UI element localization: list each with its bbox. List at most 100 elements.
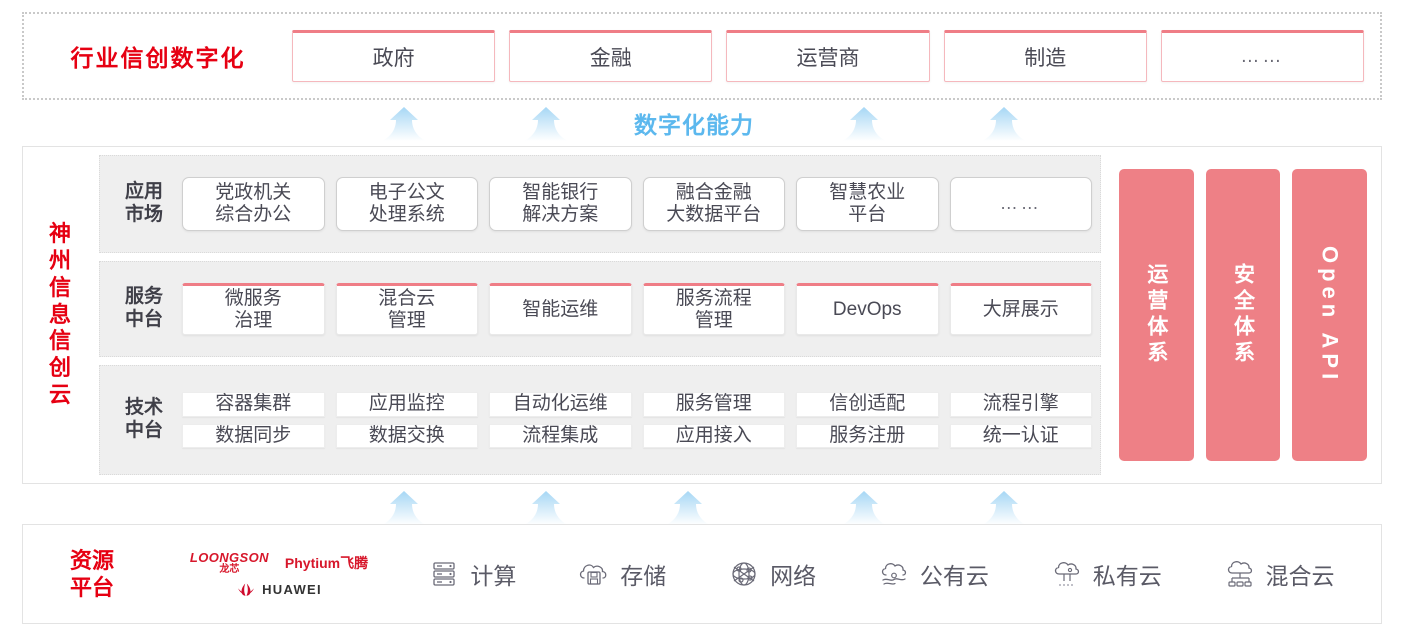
service-card-hybrid-cloud-mgmt[interactable]: 混合云管理 <box>335 282 478 336</box>
public-cloud-icon <box>881 563 906 585</box>
card-line: 处理系统 <box>368 204 445 225</box>
capability-label: 数字化能力 <box>634 112 754 138</box>
tech-card-data-exchange[interactable]: 数据交换 <box>335 423 478 448</box>
layer-label-tech-platform: 技术 中台 <box>106 397 182 443</box>
tech-card-app-monitoring[interactable]: 应用监控 <box>335 392 478 417</box>
layer-label-line: 技术 <box>124 397 163 419</box>
resource-item-label: 公有云 <box>919 563 989 589</box>
side-panel-operations-system[interactable]: 运营体系 <box>1119 169 1194 461</box>
tech-card-service-mgmt[interactable]: 服务管理 <box>642 392 785 417</box>
service-card-devops[interactable]: DevOps <box>796 282 939 336</box>
side-panel-label: 安全体系 <box>1231 263 1255 367</box>
tech-card-xinchuang-adapt[interactable]: 信创适配 <box>796 392 939 417</box>
industry-card-operator[interactable]: 运营商 <box>726 30 930 82</box>
layer-label-line: 服务 <box>124 286 163 308</box>
resource-item-network[interactable]: 网络 <box>727 557 816 591</box>
layer-label-line: 中台 <box>124 420 163 441</box>
layer-service-platform: 服务 中台 微服务治理 混合云管理 智能运维 服务流程管理 <box>99 261 1101 357</box>
up-arrow-icon <box>522 106 570 142</box>
resource-title-line: 平台 <box>69 575 114 600</box>
tech-card-app-access[interactable]: 应用接入 <box>642 423 785 448</box>
service-card-microservice-governance[interactable]: 微服务治理 <box>182 282 325 336</box>
side-panel-label: 运营体系 <box>1144 263 1168 367</box>
service-card-list: 微服务治理 混合云管理 智能运维 服务流程管理 DevOps 大屏展示 <box>182 282 1092 336</box>
card-line: 混合云 <box>378 287 436 309</box>
resource-item-label: 存储 <box>620 563 667 589</box>
side-panel-group: 运营体系 安全体系 Open API <box>1113 155 1371 475</box>
tech-card-auto-ops[interactable]: 自动化运维 <box>489 392 632 417</box>
resource-item-hybrid-cloud[interactable]: 混合云 <box>1223 557 1335 591</box>
cloud-storage-icon <box>580 564 607 585</box>
side-panel-security-system[interactable]: 安全体系 <box>1205 169 1281 461</box>
industry-band-title: 行业信创数字化 <box>70 45 246 71</box>
resource-item-label: 网络 <box>770 563 817 589</box>
resource-item-label: 计算 <box>470 563 517 589</box>
cloud-layer-column: 应用 市场 党政机关综合办公 电子公文处理系统 智能银行解决方案 <box>99 155 1101 475</box>
service-card-dashboard[interactable]: 大屏展示 <box>949 282 1092 336</box>
loongson-cn-mark: 龙芯 <box>219 563 240 575</box>
app-card-finance-bigdata[interactable]: 融合金融大数据平台 <box>642 176 785 232</box>
resource-title-line: 资源 <box>69 547 114 573</box>
cloud-platform-title: 神 州 信 息 信 创 云 <box>23 147 97 483</box>
cloud-platform-box: 神 州 信 息 信 创 云 应用 市场 党政机关综合办公 <box>22 146 1382 484</box>
resource-item-public-cloud[interactable]: 公有云 <box>877 557 989 591</box>
loongson-logo-icon: LOONGSON 龙芯 <box>190 551 269 575</box>
card-line: 管理 <box>694 310 733 331</box>
hybrid-cloud-icon <box>1227 561 1252 587</box>
industry-card-finance[interactable]: 金融 <box>509 30 713 82</box>
layer-app-market: 应用 市场 党政机关综合办公 电子公文处理系统 智能银行解决方案 <box>99 155 1101 253</box>
huawei-flower-icon <box>238 583 255 596</box>
industry-card-government[interactable]: 政府 <box>292 30 496 82</box>
up-arrow-icon <box>664 490 712 526</box>
layer-label-service-platform: 服务 中台 <box>106 286 182 332</box>
network-mesh-icon <box>732 562 756 586</box>
phytium-logo-icon: Phytium飞腾 <box>284 554 369 571</box>
resource-platform-box: 资源 平台 LOONGSON 龙芯 Phytium飞腾 <box>22 524 1382 624</box>
resource-item-list: 计算 存储 <box>397 557 1381 591</box>
resource-arrow-strip-bottom <box>0 486 1402 526</box>
resource-item-compute[interactable]: 计算 <box>427 557 516 591</box>
huawei-logo-icon: HUAWEI <box>236 582 322 598</box>
app-card-smart-bank[interactable]: 智能银行解决方案 <box>489 176 632 232</box>
app-card-more[interactable]: …… <box>949 176 1092 232</box>
side-panel-open-api[interactable]: Open API <box>1292 169 1368 461</box>
resource-item-storage[interactable]: 存储 <box>577 557 666 591</box>
tech-card-data-sync[interactable]: 数据同步 <box>182 423 325 448</box>
tech-card-unified-auth[interactable]: 统一认证 <box>949 423 1092 448</box>
industry-card-more[interactable]: …… <box>1160 30 1365 82</box>
capability-arrow-strip-top: 数字化能力 <box>0 102 1402 142</box>
side-panel-label: Open API <box>1317 245 1343 385</box>
up-arrow-icon <box>380 106 428 142</box>
tech-card-row: 数据同步 数据交换 流程集成 应用接入 服务注册 统一认证 <box>182 423 1092 448</box>
tech-card-process-engine[interactable]: 流程引擎 <box>949 392 1092 417</box>
resource-platform-title: 资源 平台 <box>23 547 161 602</box>
card-line: 治理 <box>234 310 273 331</box>
industry-band: 行业信创数字化 政府 金融 运营商 制造 …… <box>22 12 1382 100</box>
cloud-title-char: 神 <box>48 221 71 247</box>
service-card-smart-ops[interactable]: 智能运维 <box>489 282 632 336</box>
card-line: 融合金融 <box>675 181 752 203</box>
server-icon <box>433 562 456 586</box>
app-card-e-document[interactable]: 电子公文处理系统 <box>335 176 478 232</box>
industry-card-manufacturing[interactable]: 制造 <box>943 30 1147 82</box>
up-arrow-icon <box>840 490 888 526</box>
resource-item-label: 私有云 <box>1092 563 1162 589</box>
vendor-logo-row: LOONGSON 龙芯 Phytium飞腾 <box>190 551 368 575</box>
tech-card-process-integration[interactable]: 流程集成 <box>489 423 632 448</box>
app-card-smart-agriculture[interactable]: 智慧农业平台 <box>796 176 939 232</box>
resource-item-private-cloud[interactable]: 私有云 <box>1050 557 1162 591</box>
card-line: 管理 <box>387 310 426 331</box>
card-line: 电子公文 <box>368 181 445 203</box>
up-arrow-icon <box>522 490 570 526</box>
cloud-title-char: 信 <box>48 274 71 300</box>
tech-card-container-cluster[interactable]: 容器集群 <box>182 392 325 417</box>
loongson-wordmark: LOONGSON <box>189 549 269 565</box>
service-card-process-mgmt[interactable]: 服务流程管理 <box>642 282 785 336</box>
tech-card-service-registry[interactable]: 服务注册 <box>796 423 939 448</box>
resource-item-label: 混合云 <box>1265 563 1335 589</box>
vendor-logo-row: HUAWEI <box>236 582 322 598</box>
tech-card-row: 容器集群 应用监控 自动化运维 服务管理 信创适配 流程引擎 <box>182 392 1092 417</box>
app-card-government-office[interactable]: 党政机关综合办公 <box>182 176 325 232</box>
card-line: 平台 <box>848 204 887 225</box>
